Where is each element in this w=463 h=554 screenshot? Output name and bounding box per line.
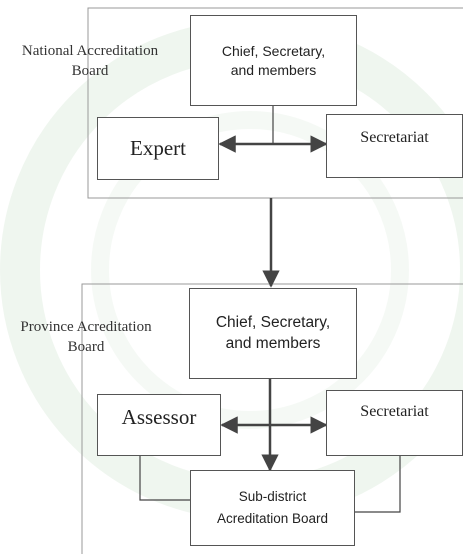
national-board-label-text: National Accreditation Board bbox=[21, 43, 159, 79]
province-board-label: Province Acreditation Board bbox=[12, 318, 160, 357]
province-chief-box: Chief, Secretary, and members bbox=[189, 288, 357, 379]
province-chief-text: Chief, Secretary, and members bbox=[215, 313, 331, 352]
national-secretariat-text: Secretariat bbox=[360, 129, 429, 146]
national-secretariat-box: Secretariat bbox=[326, 114, 463, 178]
national-chief-text: Chief, Secretary, and members bbox=[221, 42, 326, 78]
expert-box: Expert bbox=[97, 117, 219, 180]
assessor-text: Assessor bbox=[121, 405, 197, 429]
province-board-frame bbox=[81, 283, 463, 554]
secretariat-subdistrict-link bbox=[355, 456, 401, 513]
province-secretariat-text: Secretariat bbox=[360, 403, 429, 420]
province-board-label-text: Province Acreditation Board bbox=[20, 319, 152, 355]
assessor-subdistrict-link bbox=[139, 456, 190, 501]
expert-text: Expert bbox=[130, 136, 186, 161]
subdistrict-text: Sub-district Acreditation Board bbox=[216, 489, 329, 526]
national-board-label: National Accreditation Board bbox=[4, 42, 176, 81]
national-board-frame bbox=[87, 7, 463, 199]
national-chief-box: Chief, Secretary, and members bbox=[190, 15, 357, 106]
subdistrict-box: Sub-district Acreditation Board bbox=[190, 470, 355, 546]
province-secretariat-box: Secretariat bbox=[326, 390, 463, 456]
assessor-box: Assessor bbox=[97, 394, 221, 456]
